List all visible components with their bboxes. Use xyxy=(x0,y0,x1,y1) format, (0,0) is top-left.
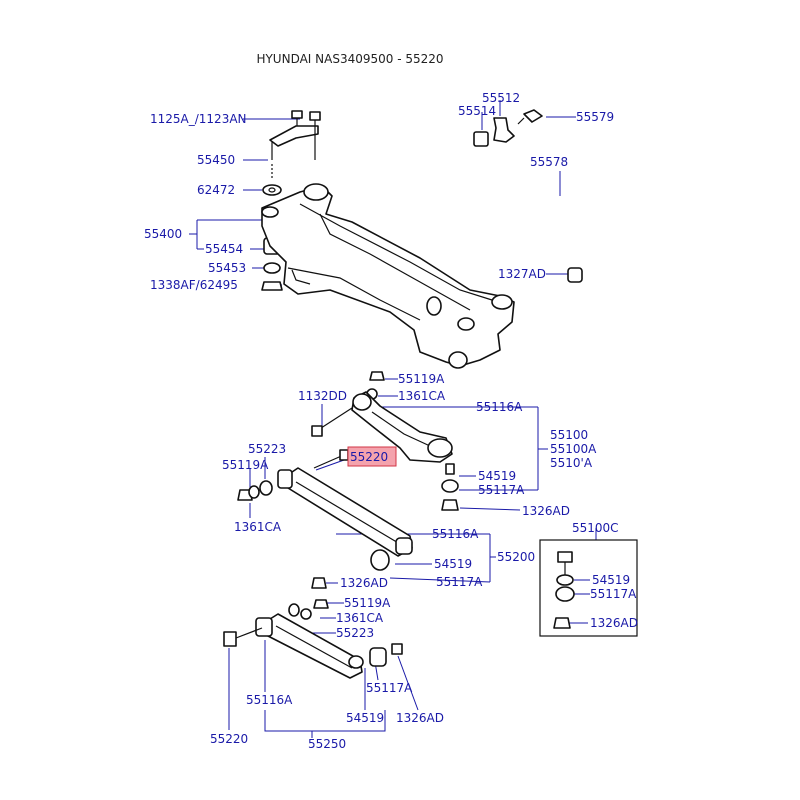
label-1338af[interactable]: 1338AF/62495 xyxy=(150,278,238,292)
label-55400[interactable]: 55400 xyxy=(144,227,182,241)
label-1327ad[interactable]: 1327AD xyxy=(498,267,546,281)
label-54519-1[interactable]: 54519 xyxy=(478,469,516,483)
page-title: HYUNDAI NAS3409500 - 55220 xyxy=(256,52,444,66)
nut-1338af xyxy=(261,281,283,291)
inset-box-55100c xyxy=(539,539,638,637)
bolt-1125a xyxy=(269,110,321,160)
washer-1361ca-mid xyxy=(248,485,260,499)
label-1125a[interactable]: 1125A_/1123AN xyxy=(150,112,247,126)
label-55117a-3[interactable]: 55117A xyxy=(590,587,637,601)
nut-1326ad-low xyxy=(391,643,403,655)
lower-arm-55200 xyxy=(277,467,413,571)
bolt-55220 xyxy=(313,449,349,469)
washer-55223-low xyxy=(288,603,300,617)
label-1326ad-1[interactable]: 1326AD xyxy=(522,504,570,518)
label-55117a-4[interactable]: 55117A xyxy=(366,681,413,695)
lower-arm-55250 xyxy=(223,613,387,679)
label-55454[interactable]: 55454 xyxy=(205,242,243,256)
label-55579[interactable]: 55579 xyxy=(576,110,614,124)
label-55119a-3[interactable]: 55119A xyxy=(344,596,391,610)
label-55100a[interactable]: 55100A xyxy=(550,442,597,456)
bushing-55514 xyxy=(473,131,489,147)
label-5510a[interactable]: 5510'A xyxy=(550,456,593,470)
label-55512[interactable]: 55512 xyxy=(482,91,520,105)
label-55117a-1[interactable]: 55117A xyxy=(478,483,525,497)
ball-joint-upper xyxy=(441,463,459,493)
label-55100[interactable]: 55100 xyxy=(550,428,588,442)
bracket-55512 xyxy=(493,117,515,143)
washer-55223-mid xyxy=(259,480,273,496)
label-55116a-2[interactable]: 55116A xyxy=(432,527,479,541)
label-55578[interactable]: 55578 xyxy=(530,155,568,169)
washer-1361ca-low xyxy=(300,608,312,620)
label-55100c[interactable]: 55100C xyxy=(572,521,619,535)
nut-1326ad-mid xyxy=(311,577,327,589)
label-55223-1[interactable]: 55223 xyxy=(248,442,286,456)
bushing-1327ad xyxy=(567,267,583,283)
label-55220-highlight[interactable]: 55220 xyxy=(350,450,388,464)
washer-62472 xyxy=(262,184,282,196)
label-55450[interactable]: 55450 xyxy=(197,153,235,167)
label-55200[interactable]: 55200 xyxy=(497,550,535,564)
washer-55453 xyxy=(263,262,281,274)
highlight-box-55220 xyxy=(347,446,397,467)
label-1326ad-2[interactable]: 1326AD xyxy=(340,576,388,590)
label-1361ca-1[interactable]: 1361CA xyxy=(398,389,446,403)
nut-55119a-top xyxy=(369,371,385,381)
label-1326ad-4[interactable]: 1326AD xyxy=(396,711,444,725)
label-55116a-1[interactable]: 55116A xyxy=(476,400,523,414)
label-55514[interactable]: 55514 xyxy=(458,104,496,118)
bolt-55579 xyxy=(517,109,543,125)
part-labels: 1125A_/1123AN 55450 62472 55400 55454 55… xyxy=(144,91,638,751)
label-1132dd[interactable]: 1132DD xyxy=(298,389,347,403)
nut-1326ad-upper xyxy=(441,499,459,511)
label-1361ca-3[interactable]: 1361CA xyxy=(336,611,384,625)
label-1326ad-3[interactable]: 1326AD xyxy=(590,616,638,630)
label-55453[interactable]: 55453 xyxy=(208,261,246,275)
label-55116a-3[interactable]: 55116A xyxy=(246,693,293,707)
label-55220[interactable]: 55220 xyxy=(210,732,248,746)
label-54519-2[interactable]: 54519 xyxy=(434,557,472,571)
label-62472[interactable]: 62472 xyxy=(197,183,235,197)
label-54519-3[interactable]: 54519 xyxy=(592,573,630,587)
label-1361ca-2[interactable]: 1361CA xyxy=(234,520,282,534)
nut-55119a-low xyxy=(313,599,329,609)
label-55117a-2[interactable]: 55117A xyxy=(436,575,483,589)
upper-arm-55100 xyxy=(351,391,453,463)
label-55119a-1[interactable]: 55119A xyxy=(398,372,445,386)
stabilizer-bar-55578 xyxy=(356,126,622,292)
label-54519-4[interactable]: 54519 xyxy=(346,711,384,725)
bolt-1132dd xyxy=(311,407,353,437)
label-55223-2[interactable]: 55223 xyxy=(336,626,374,640)
label-55119a-2[interactable]: 55119A xyxy=(222,458,269,472)
crossmember-55400 xyxy=(261,183,515,369)
label-55250[interactable]: 55250 xyxy=(308,737,346,751)
